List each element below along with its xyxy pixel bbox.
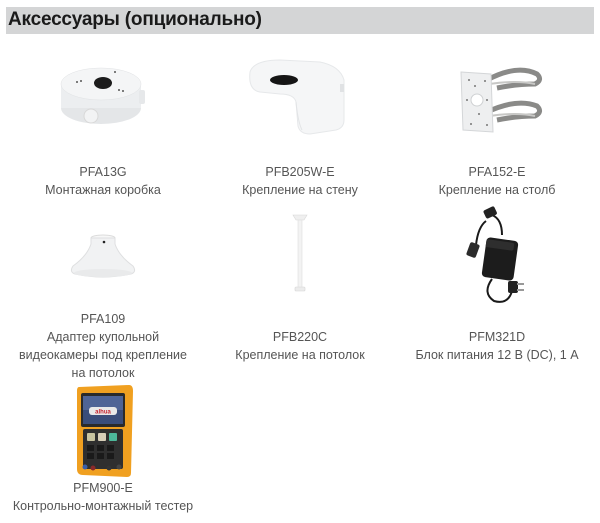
wall-mount-icon [240,50,360,140]
section-header: Аксессуары (опционально) [6,7,594,34]
item-description: Блок питания 12 В (DC), 1 А [415,348,579,362]
item-description-line-1: Адаптер купольной [46,330,160,344]
ceiling-mount-icon [290,212,310,294]
item-description: Крепление на столб [438,183,556,197]
item-code: PFM321D [468,330,526,344]
item-description-line-3: на потолок [71,366,135,380]
item-code: PFA13G [79,165,127,179]
dome-adapter-icon [63,222,143,282]
item-description: Крепление на потолок [235,348,365,362]
item-description: Монтажная коробка [45,183,161,197]
item-code: PFB205W-E [265,165,335,179]
section-title: Аксессуары (опционально) [8,9,262,30]
item-description-line-2: видеокамеры под крепление [19,348,187,362]
accessory-item-pfm900-e: alhua PFM900-E Контрольно-монтажный тест… [5,383,201,513]
tester-device-icon: alhua [71,383,135,477]
accessory-item-pfm321d: PFM321D Блок питания 12 В (DC), 1 А [399,205,595,362]
accessory-item-pfb205w-e: PFB205W-E Крепление на стену [202,50,398,197]
accessory-item-pfa152-e: PFA152-E Крепление на столб [399,50,595,197]
item-code: PFM900-E [73,481,133,495]
accessory-item-pfa13g: PFA13G Монтажная коробка [5,50,201,197]
item-description: Крепление на стену [242,183,358,197]
power-adapter-icon [462,205,532,305]
item-code: PFA109 [80,312,126,326]
item-code: PFB220C [272,330,328,344]
screen-logo: alhua [95,410,111,416]
accessory-item-pfb220c: PFB220C Крепление на потолок [202,212,398,362]
accessory-item-pfa109: PFA109 Адаптер купольной видеокамеры под… [5,222,201,380]
junction-box-icon [53,50,153,140]
pole-mount-icon [447,50,547,140]
item-description: Контрольно-монтажный тестер [12,499,194,513]
item-code: PFA152-E [468,165,526,179]
